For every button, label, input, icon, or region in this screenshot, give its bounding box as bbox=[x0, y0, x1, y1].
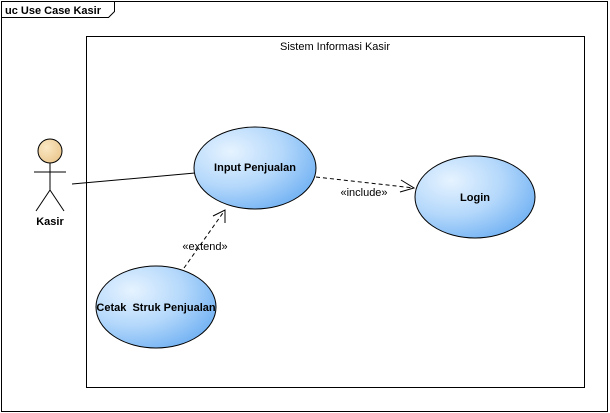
frame-title-tab bbox=[1, 1, 115, 18]
include-line bbox=[315, 176, 415, 189]
frame-title: uc Use Case Kasir bbox=[5, 5, 102, 17]
include-label: «include» bbox=[340, 187, 387, 199]
use-case-login[interactable]: Login bbox=[414, 155, 536, 239]
association-line bbox=[71, 172, 196, 185]
include-arrowhead bbox=[399, 179, 416, 193]
system-title: Sistem Informasi Kasir bbox=[280, 41, 390, 53]
use-case-cetak-struk-penjualan[interactable]: Cetak Struk Penjualan bbox=[95, 265, 217, 349]
actor-head bbox=[37, 138, 63, 164]
extend-label: «extend» bbox=[182, 241, 227, 253]
extend-arrowhead bbox=[212, 209, 226, 223]
actor-label: Kasir bbox=[36, 216, 64, 228]
use-case-login-label: Login bbox=[460, 192, 490, 204]
extend-line bbox=[183, 209, 226, 269]
use-case-input-penjualan-label: Input Penjualan bbox=[214, 162, 296, 174]
actor-left-leg bbox=[35, 189, 51, 212]
actor-right-leg bbox=[49, 189, 65, 212]
use-case-cetak-struk-label: Cetak Struk Penjualan bbox=[96, 302, 215, 314]
actor-kasir[interactable]: Kasir bbox=[34, 138, 66, 228]
use-case-input-penjualan[interactable]: Input Penjualan bbox=[193, 126, 317, 210]
